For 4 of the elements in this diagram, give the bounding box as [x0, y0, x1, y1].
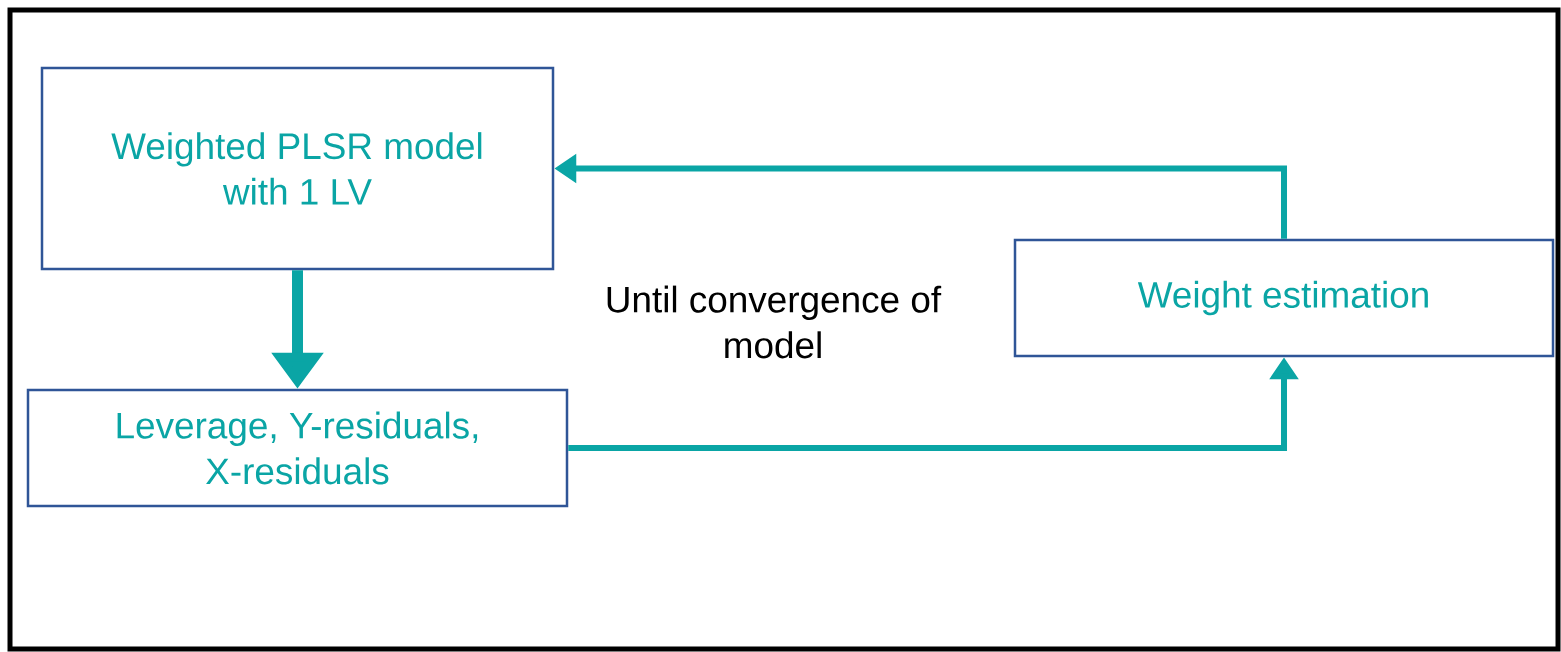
process-box: Weighted PLSR model with 1 LV: [40, 66, 555, 271]
note-text: Until convergence of model: [607, 285, 942, 359]
process-box: Leverage, Y-residuals, X-residuals: [26, 388, 569, 508]
process-box: Weight estimation: [1013, 238, 1555, 358]
